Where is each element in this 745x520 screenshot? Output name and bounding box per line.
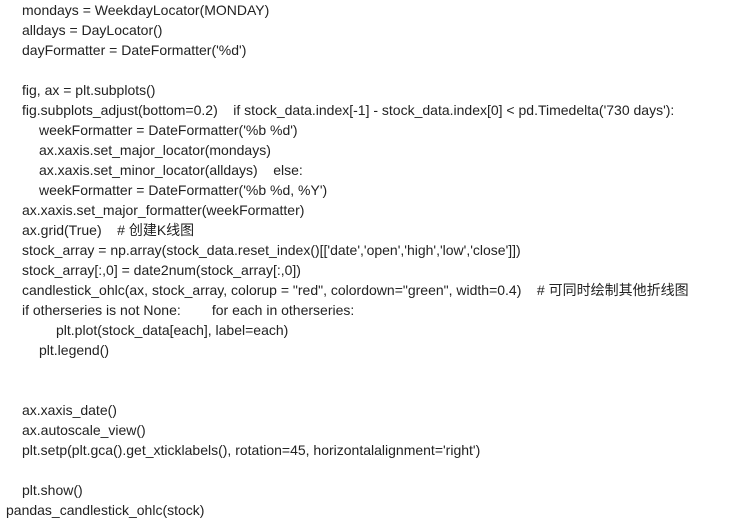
code-line-9: ax.xaxis.set_minor_locator(alldays) else…	[39, 162, 303, 178]
code-line-16: if otherseries is not None: for each in …	[22, 302, 355, 318]
code-line-25: plt.show()	[22, 482, 83, 498]
code-line-17: plt.plot(stock_data[each], label=each)	[56, 322, 289, 338]
code-line-23: plt.setp(plt.gca().get_xticklabels(), ro…	[22, 442, 481, 458]
code-line-2: alldays = DayLocator()	[22, 22, 163, 38]
code-line-12: ax.grid(True) # 创建K线图	[22, 222, 195, 238]
code-line-13: stock_array = np.array(stock_data.reset_…	[22, 242, 521, 258]
code-line-10: weekFormatter = DateFormatter('%b %d, %Y…	[39, 182, 328, 198]
code-line-1: mondays = WeekdayLocator(MONDAY)	[22, 2, 270, 18]
code-line-8: ax.xaxis.set_major_locator(mondays)	[39, 142, 271, 158]
code-line-6: fig.subplots_adjust(bottom=0.2) if stock…	[22, 102, 675, 118]
code-line-11: ax.xaxis.set_major_formatter(weekFormatt…	[22, 202, 305, 218]
code-line-5: fig, ax = plt.subplots()	[22, 82, 156, 98]
code-line-26: pandas_candlestick_ohlc(stock)	[6, 502, 205, 518]
code-line-7: weekFormatter = DateFormatter('%b %d')	[39, 122, 298, 138]
code-line-14: stock_array[:,0] = date2num(stock_array[…	[22, 262, 301, 278]
code-line-3: dayFormatter = DateFormatter('%d')	[22, 42, 247, 58]
code-line-22: ax.autoscale_view()	[22, 422, 146, 438]
code-line-21: ax.xaxis_date()	[22, 402, 117, 418]
code-line-18: plt.legend()	[39, 342, 110, 358]
code-line-15: candlestick_ohlc(ax, stock_array, coloru…	[22, 282, 689, 298]
